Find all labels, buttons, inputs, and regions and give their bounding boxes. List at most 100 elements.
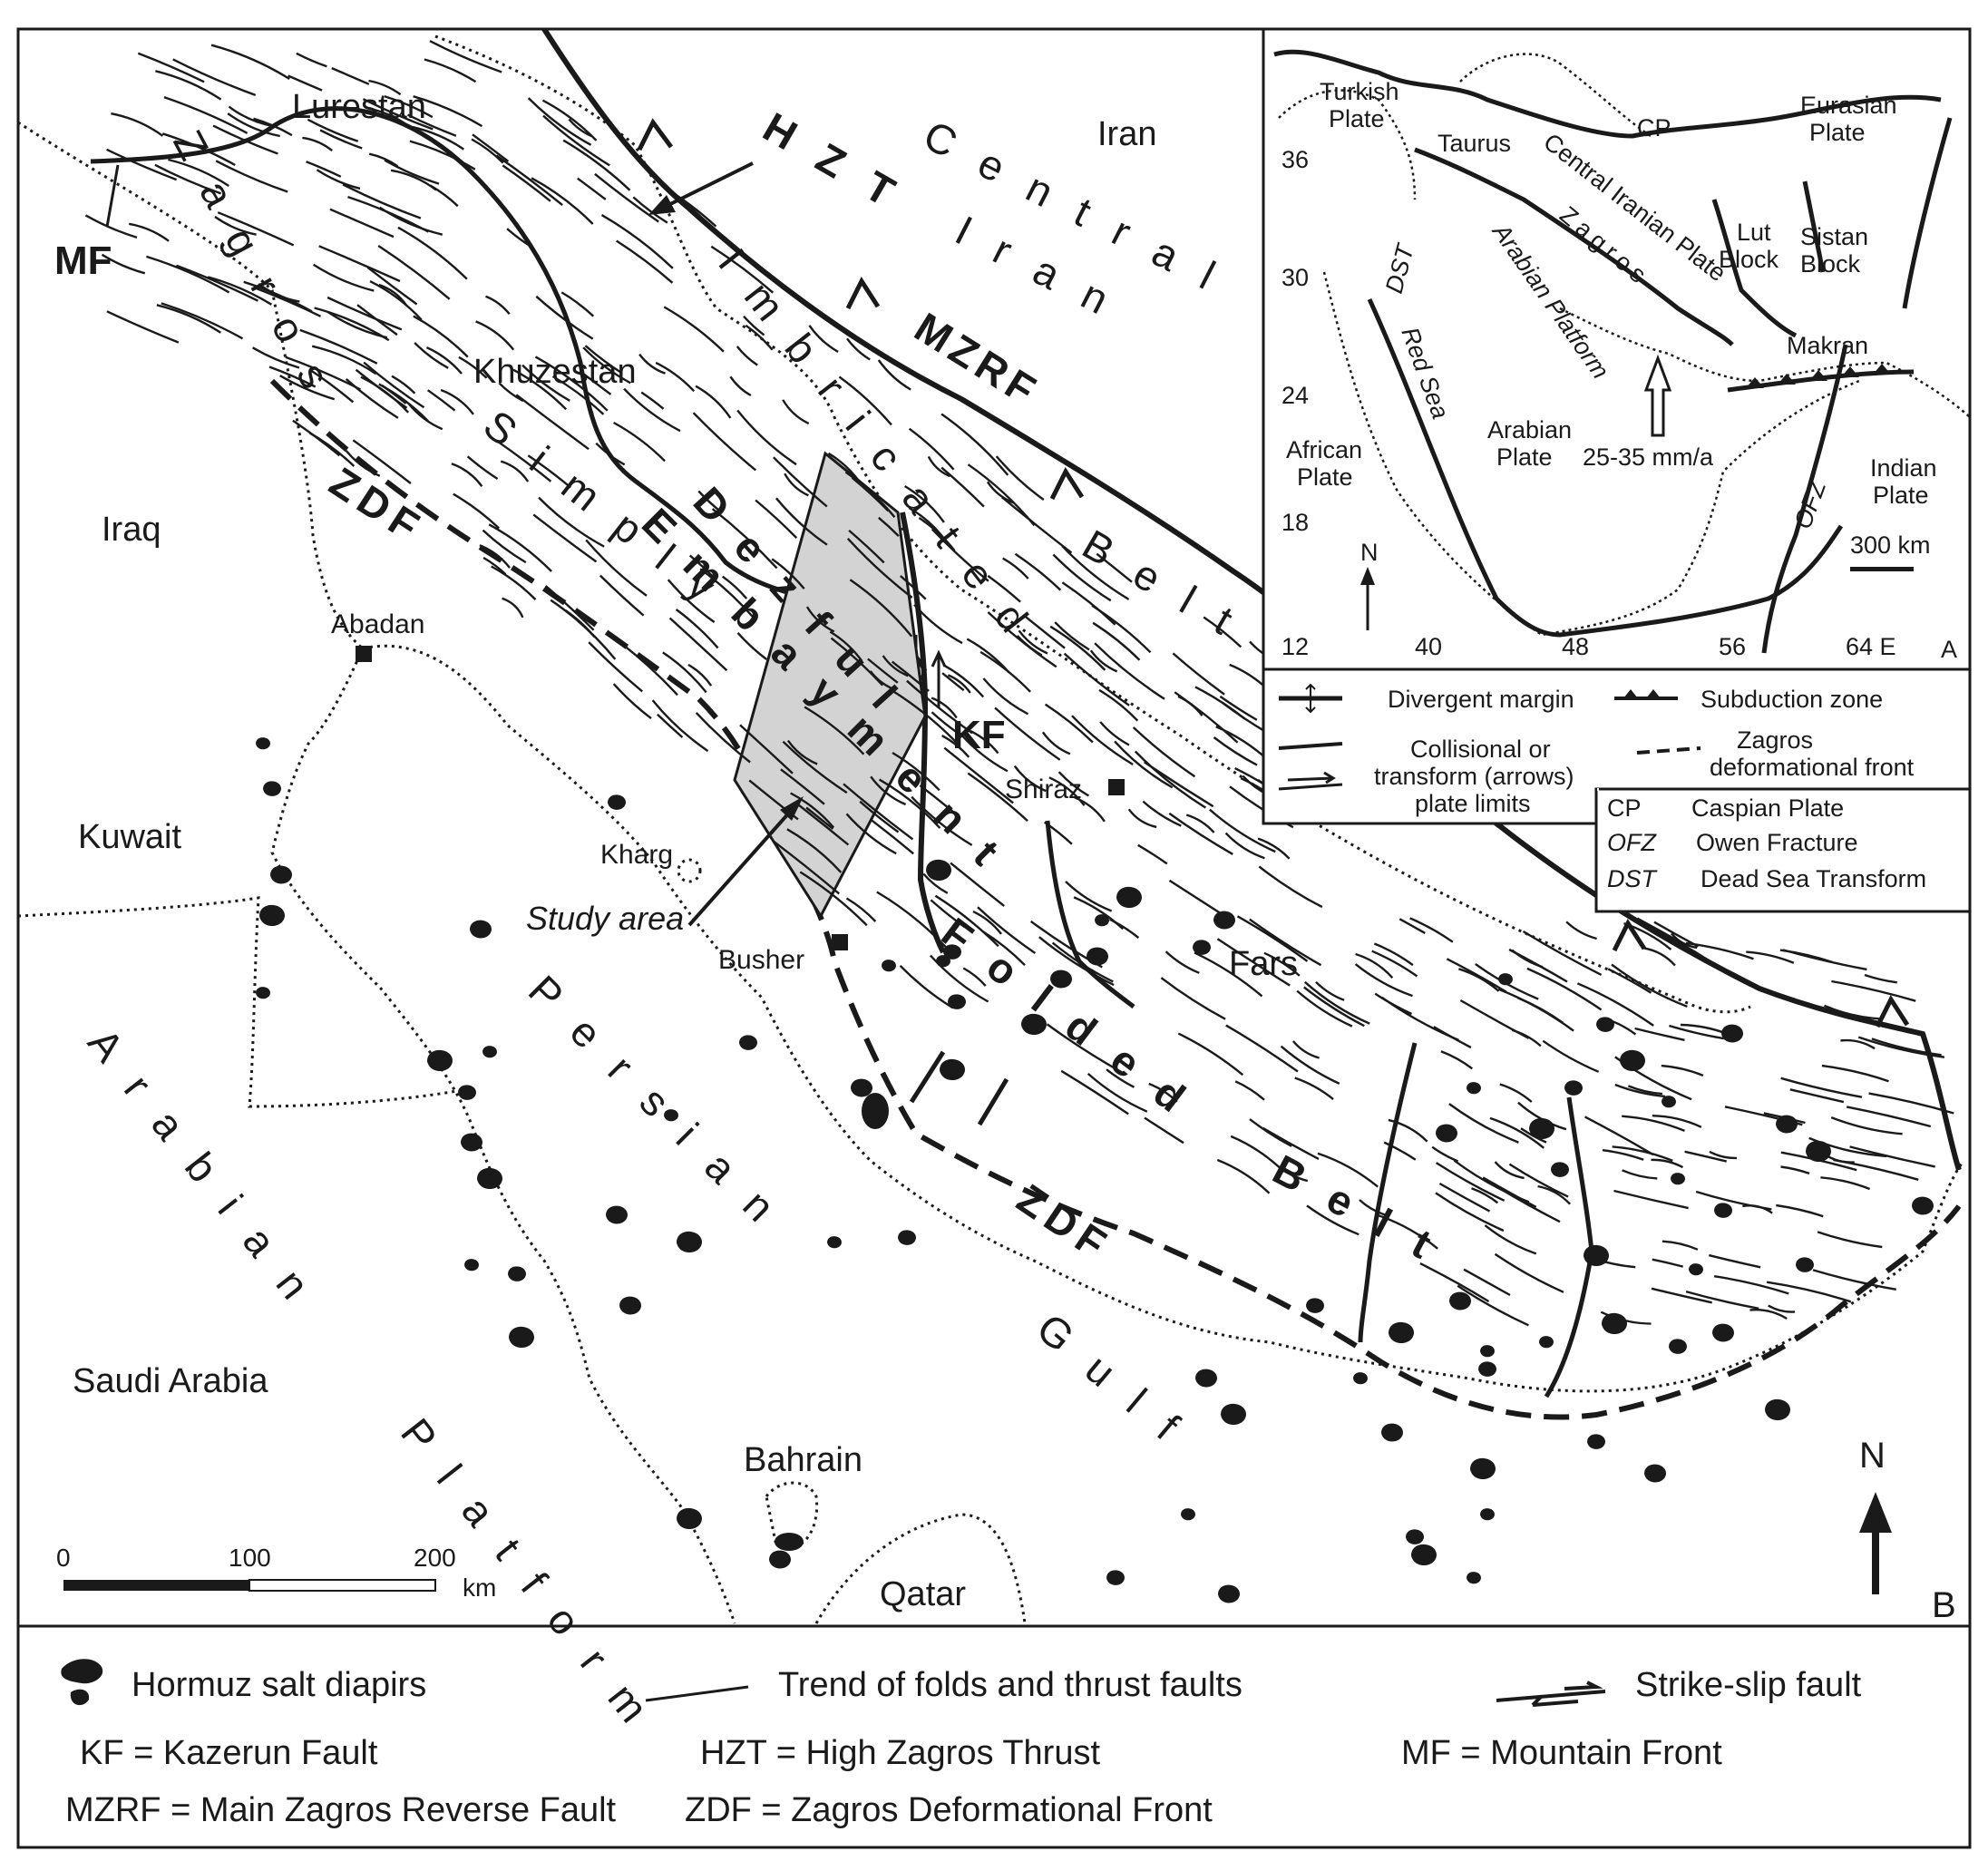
hormuz-diapir [1436, 1124, 1457, 1143]
fold-trend-line [551, 375, 605, 415]
fold-trend-line [1812, 1269, 1896, 1291]
inset-legend-zagros-2: deformational front [1710, 754, 1915, 781]
fold-trend-line [542, 114, 610, 167]
fold-trend-line [372, 108, 405, 124]
fold-trend-line [1049, 625, 1106, 671]
fold-trend-line [1148, 1082, 1178, 1103]
fold-trend-line [775, 497, 828, 546]
hzt-arrowhead [648, 195, 676, 215]
fold-trend-line [1565, 921, 1597, 940]
fold-trend-line [1662, 1240, 1699, 1251]
fold-trend-line [168, 158, 229, 188]
fold-trend-line [1776, 1203, 1824, 1218]
hormuz-diapir [1689, 1263, 1703, 1276]
fold-trend-line [550, 599, 617, 660]
fold-trend-line [326, 311, 388, 339]
fold-trend-line [544, 585, 595, 631]
fold-trend-line [172, 58, 257, 97]
fold-trend-line [1511, 949, 1544, 969]
scale-tick-100: 100 [229, 1544, 271, 1572]
fold-trend-line [1092, 621, 1141, 661]
fold-trend-line [1185, 814, 1215, 833]
north-label: N [1859, 1436, 1886, 1476]
fold-trend-line [736, 409, 797, 466]
fold-trend-line [391, 375, 416, 395]
fold-trend-line [287, 74, 323, 92]
fold-trend-line [1373, 942, 1414, 967]
hormuz-diapir [1721, 1024, 1743, 1043]
fold-trend-line [1296, 989, 1353, 1028]
fold-trend-line [972, 911, 1002, 935]
hormuz-diapir [1480, 1508, 1495, 1521]
fold-trend-line [1098, 688, 1139, 722]
fold-trend-line [84, 214, 138, 239]
label-belt-south: Belt [1265, 1145, 1466, 1282]
hormuz-diapir [1181, 1508, 1195, 1521]
country-kuwait: Kuwait [78, 818, 181, 856]
fold-trend-line [502, 597, 524, 619]
scale-tick-200: 200 [414, 1544, 456, 1572]
fold-trend-line [584, 345, 623, 375]
fold-trend-line [838, 375, 892, 426]
fold-trend-line [560, 291, 595, 317]
fold-trend-line [1652, 1115, 1702, 1128]
fold-trend-line [1359, 1199, 1389, 1217]
hormuz-diapir [427, 1049, 453, 1072]
inset-turkish-1: Turkish [1320, 78, 1399, 105]
hormuz-diapir [464, 1259, 479, 1272]
hormuz-diapir [508, 1266, 526, 1281]
fold-trend-line [697, 490, 724, 514]
hormuz-diapir [1050, 969, 1072, 989]
fold-trend-line [1315, 980, 1345, 1001]
fold-trend-line [613, 421, 666, 463]
inset-legend-subduction: Subduction zone [1701, 686, 1883, 713]
fold-trend-line [316, 169, 361, 190]
fold-trend-line [292, 419, 341, 457]
fold-trend-line [1216, 1158, 1271, 1194]
fold-trend-line [729, 375, 752, 397]
legend-hzt: HZT = High Zagros Thrust [700, 1734, 1100, 1772]
fold-trend-line [326, 296, 403, 331]
inset-legend-zagros-1: Zagros [1737, 726, 1813, 754]
inset-lon-48: 48 [1562, 633, 1589, 660]
fold-trend-line [296, 52, 327, 68]
fold-trend-line [688, 554, 716, 579]
hormuz-diapir [482, 1046, 497, 1058]
mzrf-teeth [637, 118, 1910, 1028]
inset-lat-36: 36 [1281, 146, 1309, 173]
fold-trend-line [1236, 915, 1309, 962]
fold-trend-line [154, 163, 222, 195]
fold-trend-line [846, 337, 871, 361]
fold-trend-line [128, 222, 170, 242]
fold-trend-line [368, 79, 402, 96]
inset-legend-ofz-code: OFZ [1607, 829, 1657, 856]
fold-trend-line [414, 342, 449, 369]
fold-trend-line [1249, 918, 1322, 967]
kazerun-fault [900, 512, 946, 954]
fold-trend-line [851, 476, 890, 512]
fold-trend-line [363, 361, 425, 409]
region-fars: Fars [1229, 945, 1298, 983]
fold-trend-line [1057, 771, 1090, 797]
fold-trend-line [962, 967, 987, 987]
fold-trend-line [1194, 951, 1263, 998]
fold-trend-line [1013, 765, 1047, 793]
fold-trend-line [427, 389, 456, 412]
fold-trend-line [1453, 1159, 1530, 1203]
hormuz-diapir [1087, 947, 1108, 966]
fold-trend-line [891, 660, 930, 692]
fold-trend-line [1177, 1032, 1244, 1077]
fold-trend-line [867, 658, 899, 684]
fold-trend-line [829, 630, 863, 662]
fold-trend-line [1194, 686, 1246, 720]
study-area-arrow [687, 801, 800, 927]
fold-trend-line [1749, 1309, 1788, 1320]
hormuz-diapir [1796, 1257, 1814, 1272]
label-hzt: HZT [755, 103, 930, 231]
hormuz-diapir [1714, 1203, 1732, 1218]
fold-trend-line [1216, 938, 1291, 987]
scale-unit: km [463, 1574, 496, 1602]
legend-hormuz: Hormuz salt diapirs [132, 1666, 426, 1704]
fold-trend-line [1651, 1287, 1712, 1304]
fold-trend-line [1257, 837, 1291, 860]
